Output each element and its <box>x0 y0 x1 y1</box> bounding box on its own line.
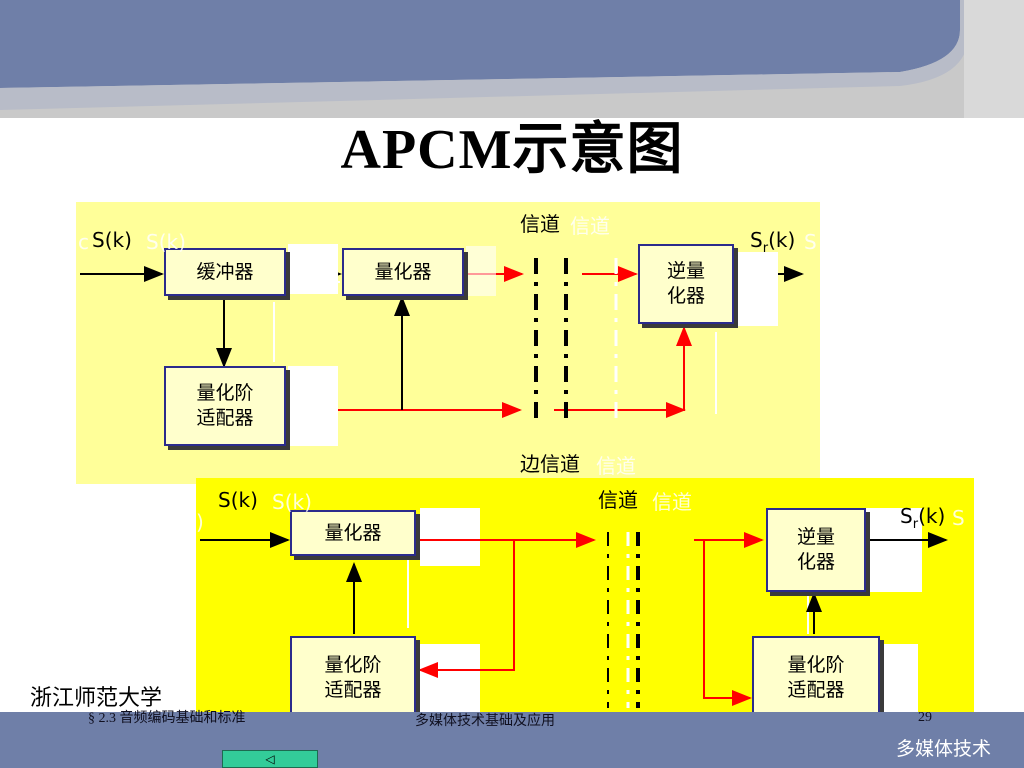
section-note: § 2.3 音频编码基础和标准 <box>88 711 246 726</box>
apcm-forward-diagram: 缓冲器 量化器 逆量 化器 量化阶 适配器 c S(k) S(k) 信道 信道 … <box>76 202 820 484</box>
input-label-ghost: S(k) <box>146 230 186 254</box>
channel-to-adapter-line-2 <box>703 540 752 706</box>
input-label-ghost-2: S(k) <box>272 490 312 514</box>
output-label-ghost-2: S <box>952 506 965 530</box>
page-title: APCM示意图 <box>340 119 684 181</box>
footer-bar <box>0 712 1024 768</box>
side-channel-label: 边信道 <box>520 452 580 476</box>
input-label-ghost-prefix-2: ) <box>196 510 204 534</box>
inverse-quantizer-block-2: 逆量 化器 <box>766 508 866 592</box>
channel-label-2: 信道 <box>598 488 638 512</box>
channel-label-ghost-2: 信道 <box>652 490 692 514</box>
nav-back-button[interactable]: ◁ <box>222 750 318 768</box>
page-number: 29 <box>918 710 932 725</box>
step-adapter-block-left: 量化阶 适配器 <box>290 636 416 720</box>
output-label-2: Sr(k) <box>900 504 946 532</box>
output-label: Sr(k) <box>750 228 796 256</box>
step-adapter-block-right: 量化阶 适配器 <box>752 636 880 720</box>
channel-label: 信道 <box>520 212 560 236</box>
quantizer-block: 量化器 <box>342 248 464 296</box>
course-title: 多媒体技术基础及应用 <box>415 714 555 729</box>
quantizer-to-adapter-line-2 <box>418 540 515 678</box>
brand-label: 多媒体技术 <box>896 738 992 760</box>
quantizer-block-2: 量化器 <box>290 510 416 556</box>
output-label-ghost: S <box>804 230 817 254</box>
backward-diagram-connectors <box>200 508 948 720</box>
step-adapter-block: 量化阶 适配器 <box>164 366 286 446</box>
apcm-backward-diagram: 量化器 量化阶 适配器 逆量 化器 量化阶 适配器 ) S(k) S(k) 信道… <box>196 478 974 722</box>
input-label-2: S(k) <box>218 488 258 512</box>
input-label: S(k) <box>92 228 132 252</box>
side-channel-to-inverse-line <box>554 326 692 411</box>
back-arrow-icon: ◁ <box>265 752 275 766</box>
input-label-ghost-prefix: c <box>78 230 89 254</box>
top-banner <box>0 0 1024 118</box>
buffer-block: 缓冲器 <box>164 248 286 296</box>
channel-label-ghost: 信道 <box>570 214 610 238</box>
inverse-quantizer-block: 逆量 化器 <box>638 244 734 324</box>
university-name: 浙江师范大学 <box>30 685 163 710</box>
side-channel-label-ghost: 信道 <box>596 454 636 478</box>
